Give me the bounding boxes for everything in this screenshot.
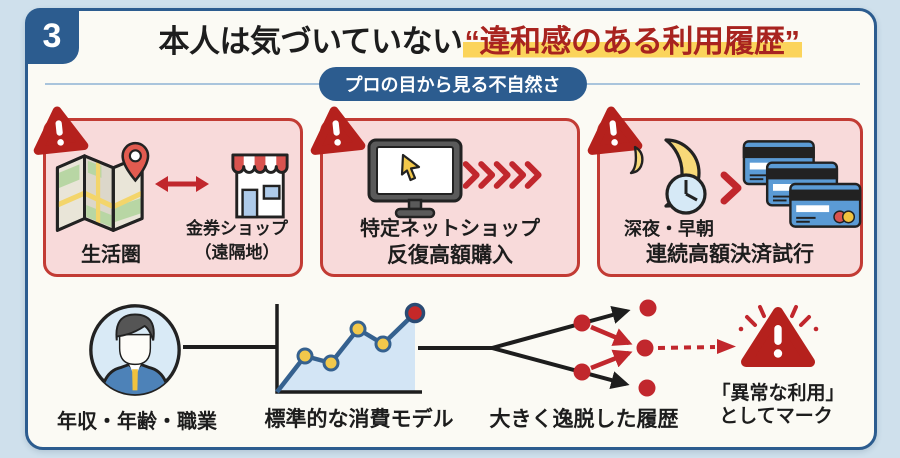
box3-label-line1: 深夜・早朝 xyxy=(624,219,714,239)
subtitle-rule-left xyxy=(45,83,319,85)
consumption-model-chart-icon xyxy=(275,302,426,394)
chevron-right-icon xyxy=(720,171,742,205)
fast-forward-chevrons-icon xyxy=(463,161,542,189)
moon-and-clock-icon xyxy=(629,138,707,215)
box3-label-line2: 連続高額決済試行 xyxy=(646,243,814,266)
box1-left-label: 生活圏 xyxy=(81,244,141,266)
mark-label-line2: としてマーク xyxy=(719,406,833,427)
shop-icon xyxy=(231,153,289,219)
title-plain-text: 本人は気づいていない xyxy=(158,24,463,59)
credit-cards-icon xyxy=(742,140,862,228)
alert-triangle-icon xyxy=(738,305,819,367)
monitor-cursor-icon xyxy=(367,138,463,219)
map-with-pin-icon xyxy=(55,141,150,232)
warning-triangle-icon xyxy=(33,106,89,155)
deviation-label: 大きく逸脱した履歴 xyxy=(489,408,679,431)
person-avatar-icon xyxy=(89,304,181,396)
warning-triangle-icon xyxy=(310,106,366,155)
subtitle-pill: プロの目から見る不自然さ xyxy=(318,67,587,101)
alert-box-net-shop: 特定ネットショップ 反復高額購入 xyxy=(310,106,580,277)
alert-box-life-zone: 生活圏 金券ショップ （遠隔地） xyxy=(33,106,303,277)
box1-right-label-line1: 金券ショップ xyxy=(186,219,288,238)
mark-label-line1: 「異常な利用」 xyxy=(711,383,845,404)
box2-label-line1: 特定ネットショップ xyxy=(360,218,540,240)
page-title: 本人は気づいていない“違和感のある利用履歴” xyxy=(95,16,865,61)
box2-label-line2: 反復高額購入 xyxy=(387,244,513,267)
persona-label: 年収・年齢・職業 xyxy=(57,411,217,433)
subtitle-row: プロの目から見る不自然さ xyxy=(45,67,860,101)
warning-triangle-icon xyxy=(587,106,643,155)
double-arrow-icon xyxy=(155,176,209,192)
connector-line xyxy=(183,345,278,349)
model-label: 標準的な消費モデル xyxy=(264,408,454,431)
branching-arrows-icon xyxy=(418,299,736,397)
alert-box-late-night: 深夜・早朝 連続高額決済試行 xyxy=(587,106,863,277)
subtitle-rule-right xyxy=(586,83,860,85)
step-number-badge: 3 xyxy=(25,8,79,64)
title-highlight-text: “違和感のある利用履歴” xyxy=(462,24,802,59)
box1-right-label-line2: （遠隔地） xyxy=(194,243,280,262)
